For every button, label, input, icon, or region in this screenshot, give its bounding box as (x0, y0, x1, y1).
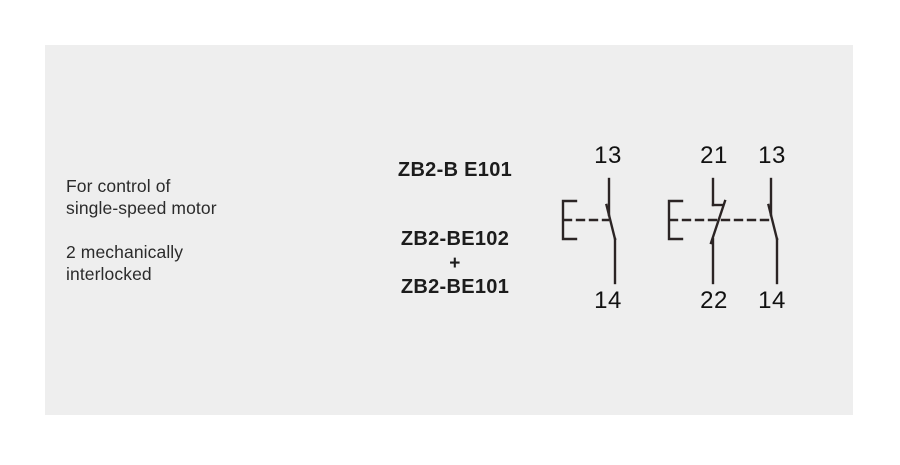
description-block: For control of single-speed motor 2 mech… (66, 175, 366, 285)
terminal-label-22: 22 (700, 287, 728, 314)
terminal-label-13: 13 (758, 142, 786, 169)
contact-symbol-single-no: 13 14 (553, 143, 663, 318)
reference-group-1: ZB2-B E101 (345, 158, 565, 183)
terminal-label-13: 13 (594, 142, 622, 169)
terminal-label-14: 14 (758, 287, 786, 314)
terminal-label-21: 21 (700, 142, 728, 169)
part-number-zb2-be101: ZB2-BE101 (400, 276, 510, 298)
nc-no-contact-drawing (667, 177, 779, 285)
terminal-label-14: 14 (594, 287, 622, 314)
reference-column: ZB2-B E101 ZB2-BE102 + ZB2-BE101 (345, 45, 565, 415)
description-paragraph-control: For control of single-speed motor (66, 176, 217, 218)
symbol-area: 13 14 21 22 13 (553, 143, 833, 318)
part-number-separator: + (449, 253, 461, 274)
reference-panel: For control of single-speed motor 2 mech… (45, 45, 853, 415)
reference-group-2: ZB2-BE102 + ZB2-BE101 (345, 227, 565, 300)
nc-contact-blade (709, 199, 727, 245)
no-contact-blade (605, 203, 617, 241)
part-number-zb2-be102: ZB2-BE102 (400, 228, 510, 250)
no-contact-drawing (561, 177, 617, 285)
part-number-zb2-b-e101: ZB2-B E101 (397, 159, 513, 181)
contact-symbol-nc-no: 21 22 13 14 (661, 143, 821, 318)
description-paragraph-interlock: 2 mechanically interlocked (66, 242, 184, 284)
no-contact-blade (767, 203, 779, 241)
